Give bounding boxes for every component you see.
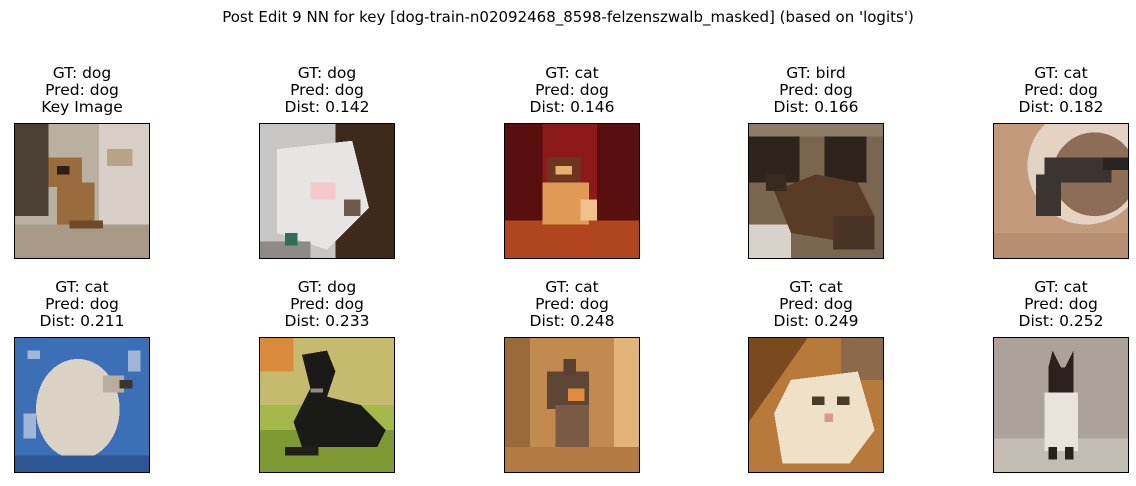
distance-label: Dist: 0.249 — [773, 312, 859, 330]
cream-cat-image — [749, 338, 883, 472]
distance-label: Dist: 0.182 — [1018, 98, 1104, 116]
distance-label: Dist: 0.233 — [284, 312, 370, 330]
distance-label: Dist: 0.146 — [529, 98, 615, 116]
distance-label: Dist: 0.248 — [529, 312, 615, 330]
distance-label: Dist: 0.142 — [284, 98, 370, 116]
pred-label: Pred: dog — [535, 295, 609, 313]
siamese-grey-image — [994, 338, 1128, 472]
neighbor-image — [14, 123, 150, 259]
neighbor-image — [993, 123, 1129, 259]
gt-label: GT: cat — [789, 278, 843, 296]
puppy-sitting-image — [15, 124, 149, 258]
black-dog-grass-image — [260, 338, 394, 472]
cat-bowl-image — [994, 124, 1128, 258]
neighbor-image — [748, 123, 884, 259]
gt-label: GT: bird — [786, 64, 846, 82]
neighbor-image — [259, 123, 395, 259]
neighbor-image — [504, 123, 640, 259]
gt-label: GT: cat — [55, 278, 109, 296]
figure-title: Post Edit 9 NN for key [dog-train-n02092… — [222, 8, 914, 26]
gt-label: GT: cat — [1034, 64, 1088, 82]
gt-label: GT: cat — [545, 64, 599, 82]
pred-label: Pred: dog — [1024, 295, 1098, 313]
pred-label: Pred: dog — [290, 295, 364, 313]
neighbor-image — [259, 337, 395, 473]
distance-label: Dist: 0.252 — [1018, 312, 1104, 330]
blue-blanket-image — [15, 338, 149, 472]
gt-label: GT: cat — [545, 278, 599, 296]
pred-label: Pred: dog — [779, 295, 853, 313]
key-image-label: Key Image — [41, 98, 123, 116]
pred-label: Pred: dog — [45, 81, 119, 99]
neighbor-image — [993, 337, 1129, 473]
neighbor-image — [504, 337, 640, 473]
pred-label: Pred: dog — [779, 81, 853, 99]
tabby-orange-image — [505, 338, 639, 472]
neighbor-image — [748, 337, 884, 473]
pred-label: Pred: dog — [535, 81, 609, 99]
siamese-red-image — [505, 124, 639, 258]
neighbor-image — [14, 337, 150, 473]
pred-label: Pred: dog — [1024, 81, 1098, 99]
distance-label: Dist: 0.211 — [39, 312, 125, 330]
pred-label: Pred: dog — [290, 81, 364, 99]
gt-label: GT: dog — [297, 278, 357, 296]
white-cat-image — [260, 124, 394, 258]
dark-bird-image — [749, 124, 883, 258]
gt-label: GT: cat — [1034, 278, 1088, 296]
gt-label: GT: dog — [297, 64, 357, 82]
pred-label: Pred: dog — [45, 295, 119, 313]
gt-label: GT: dog — [52, 64, 112, 82]
distance-label: Dist: 0.166 — [773, 98, 859, 116]
